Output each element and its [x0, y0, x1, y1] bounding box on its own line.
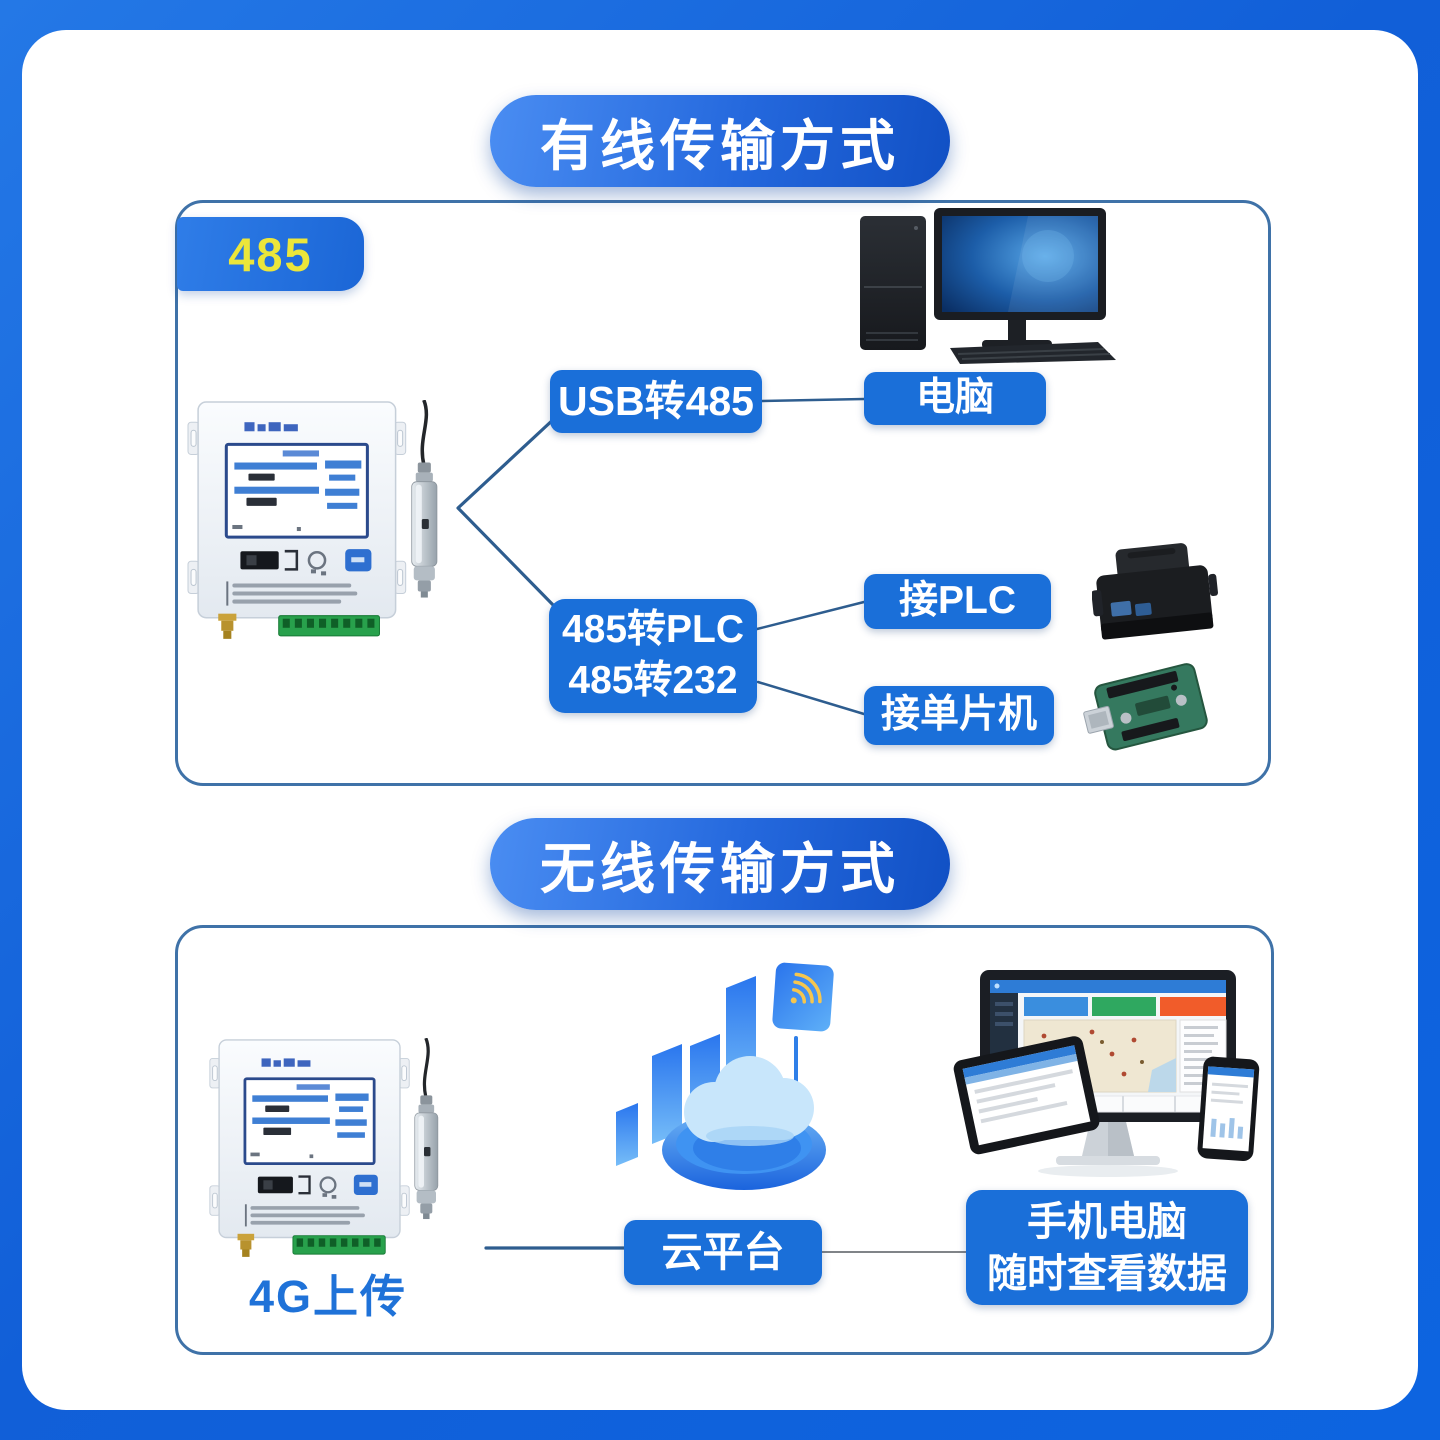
monitor-tablet-phone-icon — [953, 970, 1260, 1177]
node-485-converter: 485转PLC 485转232 — [549, 599, 757, 713]
node-computer: 电脑 — [864, 372, 1046, 425]
mcu-label: 接单片机 — [880, 693, 1037, 737]
cloud-shape — [684, 1056, 814, 1146]
node-mcu: 接单片机 — [864, 686, 1054, 745]
wired-header-label: 有线传输方式 — [539, 115, 900, 177]
computer-label: 电脑 — [915, 376, 994, 420]
converter-line1: 485转PLC — [561, 608, 745, 652]
wifi-card-icon — [772, 962, 834, 1032]
cloud-platform-label: 云平台 — [661, 1228, 785, 1275]
node-usb-to-485: USB转485 — [550, 370, 762, 433]
wireless-section-header: 无线传输方式 — [490, 818, 950, 910]
plc-module-icon — [1092, 543, 1218, 640]
telemetry-controller-with-probe-icon — [208, 1038, 440, 1259]
usb-to-485-label: USB转485 — [558, 377, 754, 424]
telemetry-controller-with-probe-icon — [186, 400, 439, 641]
wired-section-header: 有线传输方式 — [490, 95, 950, 187]
desktop-pc-icon — [860, 208, 1116, 364]
tag-485: 485 — [177, 217, 364, 291]
node-cloud-platform: 云平台 — [624, 1220, 822, 1285]
phone-icon — [1197, 1056, 1260, 1161]
plc-label: 接PLC — [898, 579, 1016, 623]
converter-line2: 485转232 — [568, 659, 738, 702]
view-data-line2: 随时查看数据 — [987, 1251, 1227, 1296]
node-plc: 接PLC — [864, 574, 1051, 629]
tag-485-label: 485 — [228, 227, 313, 281]
microcontroller-board-icon — [1083, 663, 1208, 751]
wireless-header-label: 无线传输方式 — [539, 838, 900, 900]
tablet-icon — [953, 1036, 1100, 1155]
view-data-line1: 手机电脑 — [1027, 1199, 1187, 1244]
node-view-data: 手机电脑 随时查看数据 — [966, 1190, 1248, 1305]
cloud-platform-icon — [616, 962, 834, 1190]
upload-4g-label: 4G上传 — [248, 1271, 408, 1322]
